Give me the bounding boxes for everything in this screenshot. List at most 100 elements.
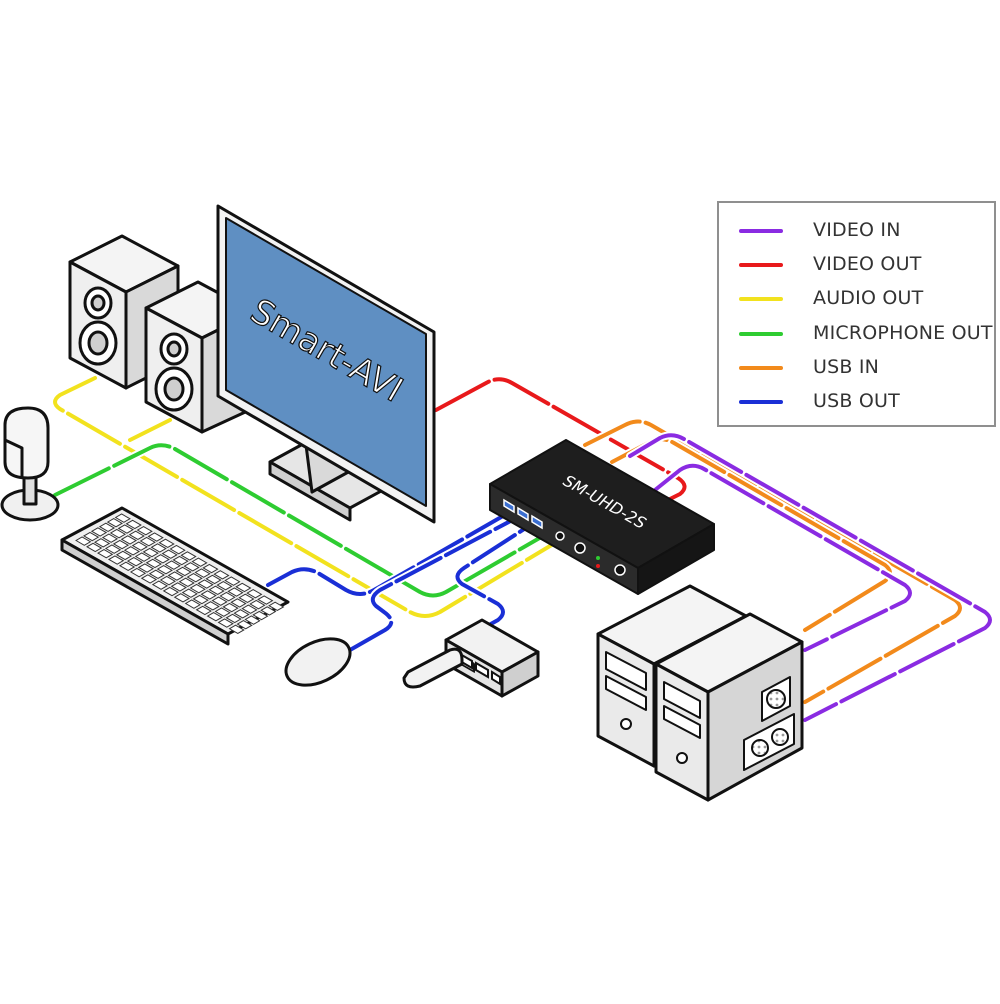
keyboard-key [236, 620, 253, 630]
usb-out-cable-mouse [346, 512, 524, 654]
usb-out-cable-hub [453, 518, 539, 634]
keyboard-key [167, 571, 184, 581]
video-in-cables [626, 431, 994, 724]
keyboard-key [233, 609, 250, 619]
keyboard-key [136, 526, 153, 536]
keyboard-key [131, 541, 148, 551]
keyboard-key [249, 599, 266, 610]
keyboard-key [252, 610, 269, 621]
keyboard-key [224, 576, 241, 586]
keyboard-key [227, 587, 244, 597]
keyboard-key [178, 577, 195, 588]
keyboard-key [222, 602, 239, 613]
keyboard-key [104, 544, 122, 554]
legend-swatch-usb-in [739, 366, 783, 370]
keyboard-key [181, 588, 198, 598]
keyboard-key [93, 538, 111, 548]
keyboard-key [140, 574, 158, 584]
keyboard-key [107, 555, 125, 565]
keyboard-key [268, 601, 285, 612]
keyboard-key [228, 624, 245, 635]
legend-item-microphone-out: MICROPHONE OUT [739, 319, 992, 349]
legend-label: VIDEO OUT [813, 253, 922, 275]
keyboard-key [172, 555, 189, 566]
keyboard-key [82, 531, 100, 542]
keyboard-key [164, 560, 181, 570]
keyboard-key [137, 563, 155, 573]
legend-item-video-out: VIDEO OUT [739, 250, 989, 280]
keyboard-key [147, 532, 164, 542]
keyboard-key [126, 557, 144, 567]
legend-label: USB IN [813, 356, 880, 378]
keyboard-key [86, 542, 103, 553]
cable-legend: VIDEO IN VIDEO OUT AUDIO OUT MICROPHONE … [717, 201, 996, 427]
keyboard-key [109, 528, 127, 539]
keyboard-key [216, 581, 233, 591]
audio-out-cable [51, 374, 564, 620]
keyboard-key [244, 615, 261, 625]
keyboard-key [183, 562, 200, 572]
keyboard-key [257, 595, 274, 605]
keyboard-key [195, 605, 212, 616]
legend-label: USB OUT [813, 390, 900, 412]
keyboard-key [217, 618, 234, 628]
keyboard-key [169, 544, 186, 555]
keyboard-keys [75, 513, 285, 635]
keyboard-key [173, 593, 191, 603]
mouse [284, 637, 352, 687]
keyboard-key [145, 558, 162, 569]
keyboard-key [98, 522, 116, 533]
microphone [0, 406, 60, 522]
keyboard-key [156, 565, 173, 575]
keyboard-key [117, 524, 134, 534]
monitor [216, 204, 436, 524]
keyboard-key [205, 574, 222, 585]
keyboard-key [238, 593, 255, 604]
keyboard-key [153, 554, 170, 564]
keyboard-key [197, 579, 214, 589]
keyboard-key [101, 533, 119, 543]
keyboard-key [202, 563, 219, 574]
keyboard-key [206, 612, 223, 622]
keyboard-key [175, 566, 192, 577]
keyboard-key [142, 547, 159, 558]
keyboard-key [90, 527, 108, 537]
keyboard-key [189, 583, 206, 594]
computer-tower-front [654, 612, 804, 802]
keyboard-key [191, 557, 208, 567]
keyboard-key [203, 601, 220, 611]
keyboard-key [162, 586, 180, 597]
keyboard-key [129, 567, 147, 578]
usb-out-cable-keyboard [264, 508, 514, 598]
keyboard-key [159, 575, 176, 586]
keyboard-key [120, 535, 138, 545]
legend-swatch-microphone-out [739, 332, 783, 336]
keyboard-key [194, 568, 211, 578]
keyboard-key [139, 536, 156, 547]
keyboard-key [219, 591, 236, 602]
cables [51, 374, 994, 724]
legend-swatch-usb-out [739, 400, 783, 404]
keyboard-key [106, 518, 123, 528]
keyboard-key [114, 513, 131, 523]
keyboard-key [118, 561, 136, 572]
keyboard-key [150, 543, 167, 553]
usb-flash-drive [402, 647, 464, 689]
keyboard-key [148, 569, 166, 580]
video-out-cable [432, 375, 689, 504]
keyboard-key [96, 549, 114, 559]
legend-item-usb-out: USB OUT [739, 387, 989, 417]
legend-swatch-audio-out [739, 297, 783, 301]
keyboard-key [115, 550, 133, 561]
keyboard-key [134, 552, 152, 562]
legend-label: MICROPHONE OUT [813, 322, 993, 344]
keyboard-key [235, 582, 252, 593]
kvm-switch-ports [503, 498, 626, 576]
keyboard-key [200, 590, 217, 600]
legend-item-audio-out: AUDIO OUT [739, 284, 989, 314]
microphone-out-cable [51, 441, 554, 600]
keyboard-key [123, 546, 141, 556]
keyboard-key [161, 549, 178, 559]
